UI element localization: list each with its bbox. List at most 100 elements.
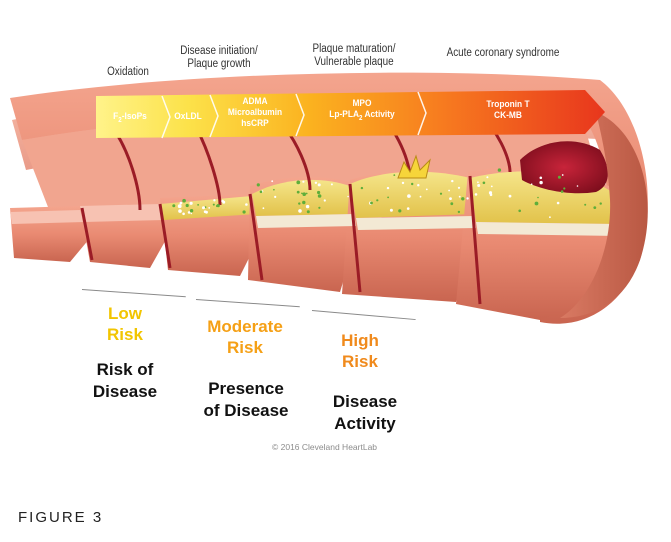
plaque-speckle (259, 190, 263, 194)
plaque-speckle (314, 181, 318, 184)
plaque-speckle (376, 199, 379, 202)
marker-adma-group: ADMA Microalbumin hsCRP (219, 96, 291, 129)
plaque-speckle (302, 180, 305, 183)
plaque-speckle (419, 195, 422, 198)
plaque-speckle (317, 190, 321, 195)
risk-description-line: Risk of (96, 360, 154, 379)
plaque-speckle (584, 203, 587, 206)
plaque-speckle (534, 201, 539, 206)
plaque-speckle (393, 174, 396, 177)
plaque-speckle (508, 194, 512, 198)
plaque-speckle (187, 211, 191, 214)
risk-level-line: High (341, 331, 379, 350)
plaque-speckle (323, 199, 326, 202)
plaque-speckle (189, 209, 194, 213)
plaque-speckle (205, 210, 208, 214)
plaque-speckle (448, 189, 450, 192)
plaque-speckle (306, 210, 310, 214)
plaque-speckle (593, 206, 597, 210)
plaque-speckle (411, 182, 414, 186)
plaque-speckle (302, 200, 306, 205)
plaque-speckle (177, 204, 182, 209)
plaque-speckle (202, 206, 205, 210)
plaque-speckle (482, 181, 486, 185)
plaque-speckle (387, 196, 389, 199)
plaque-speckle (302, 192, 307, 196)
risk-level-low: Low Risk (90, 303, 160, 345)
plaque-rupture (397, 154, 431, 179)
plaque-speckle (330, 183, 333, 186)
plaque-speckle (457, 186, 461, 189)
copyright-notice: © 2016 Cleveland HeartLab (272, 442, 378, 452)
arrow-dividers (161, 91, 427, 139)
plaque-speckle (216, 205, 218, 208)
plaque-speckle (599, 202, 602, 205)
marker-line: Lp-PLA2 Activity (329, 109, 395, 122)
risk-level-high: High Risk (322, 330, 398, 372)
marker-line: Microalbumin (227, 107, 283, 118)
stage-label-line: Vulnerable plaque (314, 56, 394, 68)
risk-level-line: Risk (342, 352, 378, 371)
plaque-speckle (370, 201, 373, 205)
plaque-speckle (486, 176, 489, 179)
risk-level-line: Low (108, 304, 142, 323)
plaque-speckle (450, 202, 454, 206)
plaque-speckle (296, 190, 300, 194)
plaque-speckle (318, 206, 321, 209)
plaque-speckle (539, 180, 543, 185)
stage-label-line: Disease initiation/ (180, 45, 258, 57)
risk-description-high: Disease Activity (318, 391, 412, 435)
risk-description-line: Disease (332, 392, 398, 411)
plaque-speckle (490, 185, 493, 188)
figure-label: FIGURE 3 (18, 509, 104, 526)
stage-label-line: Plaque growth (187, 58, 251, 70)
biomarker-arrow (96, 90, 605, 138)
stage-label-initiation: Disease initiation/ Plaque growth (172, 45, 267, 71)
plaque-speckle (451, 179, 454, 183)
plaque-speckle (563, 187, 566, 190)
plaque-speckle (488, 191, 493, 195)
stage-label-maturation: Plaque maturation/ Vulnerable plaque (306, 43, 402, 69)
plaque-speckle (401, 181, 405, 185)
plaque-speckle (530, 183, 533, 185)
risk-level-line: Moderate (207, 317, 283, 336)
plaque-speckle (208, 207, 211, 209)
plaque-speckle (189, 201, 193, 205)
stage-label-line: Oxidation (107, 66, 149, 78)
plaque-speckle (407, 194, 411, 198)
risk-description-line: Activity (334, 414, 396, 433)
plaque-speckle (178, 209, 182, 213)
plaque-speckle (317, 194, 322, 198)
stage-label-line: Plaque maturation/ (312, 43, 396, 55)
plaque-speckle (256, 183, 260, 187)
plaque-speckle (549, 216, 551, 219)
stage-label-line: Acute coronary syndrome (446, 47, 560, 59)
plaque-speckle (406, 207, 410, 210)
plaque-speckle (182, 198, 186, 203)
plaque-speckle (271, 180, 274, 183)
plaque-speckle (560, 190, 564, 193)
plaque-speckle (449, 197, 452, 201)
plaque-speckle (296, 180, 301, 185)
plaque-speckle (197, 204, 200, 206)
risk-level-moderate: Moderate Risk (190, 316, 300, 358)
plaque-speckles (172, 168, 602, 219)
plaque-speckle (556, 201, 560, 205)
plaque-speckle (537, 196, 539, 199)
plaque-speckle (425, 188, 428, 191)
plaque-speckle (457, 210, 461, 214)
plaque-speckle (518, 209, 521, 213)
plaque-speckle (389, 208, 393, 212)
plaque-speckle (305, 192, 308, 195)
plaque-speckle (386, 186, 390, 190)
plaque-speckle (561, 174, 564, 176)
plaque-speckle (172, 204, 176, 208)
marker-troponin-group: Troponin T CK-MB (466, 99, 550, 121)
thrombus-clot (520, 141, 608, 194)
plaque-speckle (398, 209, 402, 213)
plaque-speckle (474, 193, 478, 196)
plaque-speckle (497, 168, 502, 172)
plaque-speckle (466, 197, 469, 200)
plaque-speckle (204, 206, 207, 209)
plaque-speckle (576, 185, 579, 187)
